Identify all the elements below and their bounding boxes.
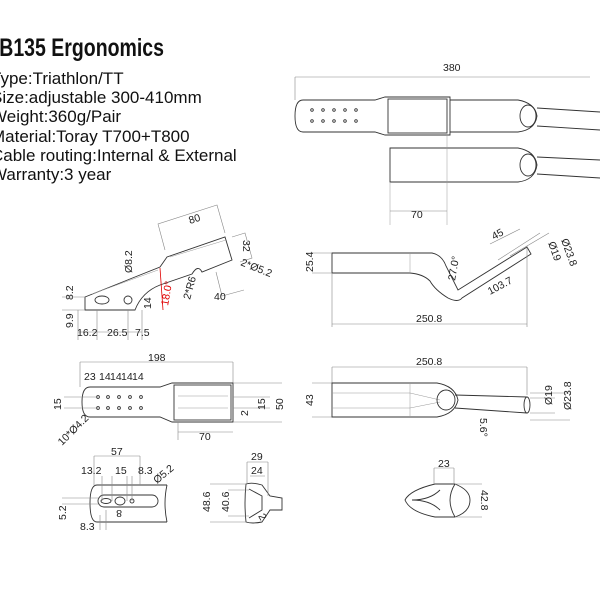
spec-material: Material:Toray T700+T800 <box>0 127 190 146</box>
dim-16-2: 16.2 <box>77 327 98 339</box>
dim-103-7: 103.7 <box>486 275 515 298</box>
dim-15-left: 15 <box>52 398 64 410</box>
dim-29: 29 <box>251 451 263 463</box>
extension-side-view-drawing <box>312 228 550 327</box>
dim-24: 24 <box>251 465 263 477</box>
dim-8-3-bottom: 8.3 <box>80 521 95 533</box>
side-view-drawing <box>62 204 253 340</box>
dim-2: 2 <box>239 410 251 416</box>
top-view-drawing <box>294 76 600 225</box>
dim-dia-23-8-top: Ø23.8 <box>562 381 574 410</box>
dim-2-section: 2 <box>255 512 268 523</box>
front-view-drawing <box>64 361 282 440</box>
dim-70: 70 <box>199 431 211 443</box>
dim-32: 32 <box>240 240 252 252</box>
dim-13-2: 13.2 <box>81 465 102 477</box>
spec-warranty: Warranty:3 year <box>0 165 112 184</box>
dim-80: 80 <box>187 212 202 227</box>
dim-43: 43 <box>304 394 316 406</box>
dim-hole-8-2: Ø8.2 <box>123 250 135 273</box>
dim-radius: 2*R6 <box>181 275 199 301</box>
dim-26-5: 26.5 <box>107 327 128 339</box>
dim-7-5: 7.5 <box>135 327 150 339</box>
dim-50: 50 <box>274 398 286 410</box>
dim-40: 40 <box>214 291 226 303</box>
end-view-drawing <box>404 467 482 518</box>
dim-48-6: 48.6 <box>201 491 213 512</box>
dim-5-2: 5.2 <box>57 505 69 520</box>
spec-cable-routing: Cable routing:Internal & External <box>0 146 237 165</box>
dim-14: 14 <box>142 297 154 309</box>
dim-25-4: 25.4 <box>304 251 316 272</box>
dim-40-6: 40.6 <box>220 491 232 512</box>
dim-dia-19-top: Ø19 <box>543 385 555 405</box>
dim-overall-length: 380 <box>443 62 461 74</box>
dim-8-3-top: 8.3 <box>138 465 153 477</box>
dim-9-9: 9.9 <box>64 313 76 328</box>
dim-45: 45 <box>490 226 506 242</box>
dim-23-end: 23 <box>438 458 450 470</box>
dim-14-d: 14 <box>132 371 144 383</box>
dim-hole-5-2: Ø5.2 <box>151 462 176 486</box>
spec-type: Type:Triathlon/TT <box>0 69 124 88</box>
dim-holes-5-2: 2*Ø5.2 <box>239 257 274 280</box>
dim-angle-5-6: 5.6° <box>477 418 489 437</box>
dim-15-right: 15 <box>256 398 268 410</box>
dim-15: 15 <box>115 465 127 477</box>
dim-angle-18: 18.0° <box>159 280 175 306</box>
page-title: MB135 Ergonomics <box>0 34 164 62</box>
dim-14-a: 14 <box>99 371 111 383</box>
dim-250-8-top: 250.8 <box>416 356 442 368</box>
spec-size: Size:adjustable 300-410mm <box>0 88 202 107</box>
dim-42-8: 42.8 <box>478 490 490 511</box>
dim-250-8-side: 250.8 <box>416 313 442 325</box>
dim-198: 198 <box>148 352 166 364</box>
dim-8-2: 8.2 <box>64 285 76 300</box>
spec-weight: Weight:360g/Pair <box>0 107 122 126</box>
dim-14-c: 14 <box>121 371 133 383</box>
plate-view-drawing <box>62 455 168 530</box>
dim-57: 57 <box>111 446 123 458</box>
section-view-drawing <box>210 461 283 524</box>
dim-angle-27: 27.0° <box>446 255 462 281</box>
dim-holes-4-2: 10*Ø4.2 <box>56 412 92 448</box>
dim-23: 23 <box>84 371 96 383</box>
dim-8: 8 <box>116 507 122 519</box>
dim-14-b: 14 <box>110 371 122 383</box>
extension-top-view-drawing <box>312 366 570 421</box>
dim-pad-length: 70 <box>411 209 423 221</box>
